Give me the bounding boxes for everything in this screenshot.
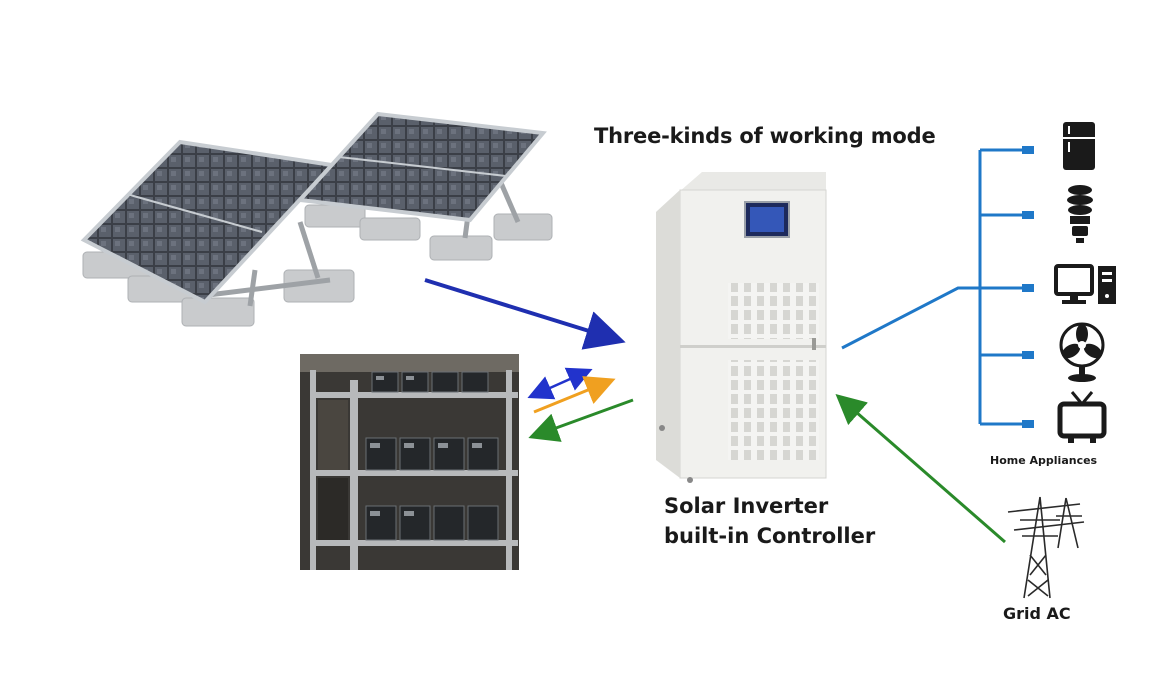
solar-panel-array — [80, 111, 553, 327]
refrigerator-icon — [1063, 122, 1095, 170]
home-appliances-label: Home Appliances — [990, 454, 1098, 467]
grid-to-inverter-arrow — [835, 394, 1006, 544]
inverter-label-line1: Solar Inverter — [664, 494, 829, 518]
light-bulb-icon — [1067, 185, 1093, 243]
power-tower-icon — [1007, 496, 1085, 599]
battery-two-way-arrow — [527, 367, 593, 400]
computer-icon — [1054, 264, 1116, 304]
fan-icon — [1059, 322, 1105, 382]
inverter-label-line2: built-in Controller — [664, 524, 876, 548]
load-wiring — [841, 148, 1030, 426]
battery-discharge-arrow — [528, 398, 634, 442]
tv-icon — [1057, 391, 1107, 443]
diagram-title: Three-kinds of working mode — [594, 124, 936, 148]
grid-ac-label: Grid AC — [1003, 604, 1071, 623]
battery-charge-arrow — [533, 376, 616, 414]
solar-inverter-cabinet — [656, 172, 827, 483]
solar-to-inverter-arrow — [424, 278, 626, 350]
battery-bank — [300, 354, 519, 570]
